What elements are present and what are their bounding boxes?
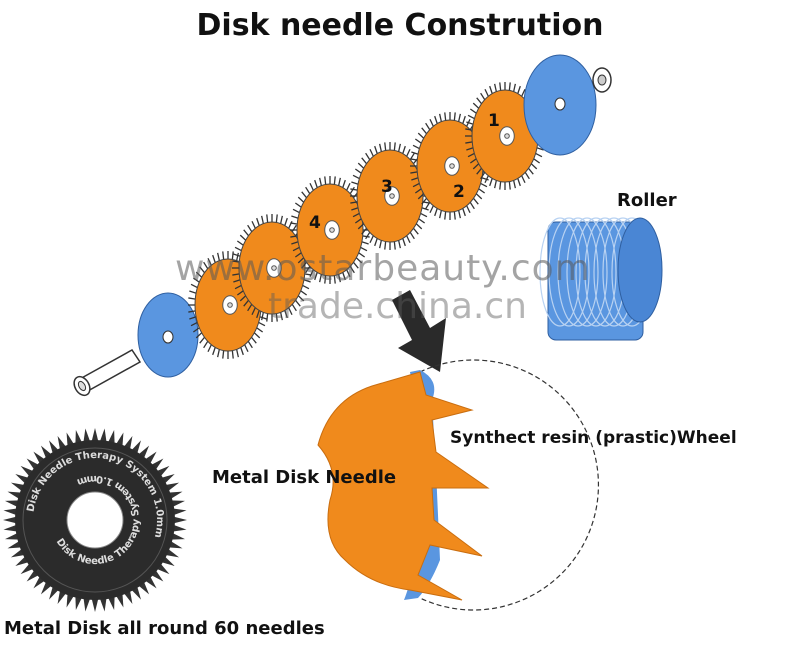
needle-tip [91,598,98,612]
watermark-site: trade.china.cn [268,286,527,327]
needle-tip [173,516,187,523]
needle-tip [91,428,98,442]
disk-number-3: 3 [381,177,393,197]
needle-label: Metal Disk Needle [212,467,396,488]
blue-end-cap-right [524,55,611,155]
metal-disk-photo: Disk Needle Therapy System 1.0mm Disk Ne… [3,428,187,612]
disk-number-1: 1 [488,111,500,131]
axle-pin [71,350,140,398]
wheel-label: Synthect resin (prastic)Wheel [450,428,737,448]
disk-number-2: 2 [453,182,465,202]
roller-label: Roller [617,190,677,211]
bottom-caption: Metal Disk all round 60 needles [4,618,325,639]
diagram-title: Disk needle Constrution [0,8,800,43]
watermark-url: www.ostarbeauty.com [175,248,591,289]
needle-tip [3,516,17,523]
disk-number-4: 4 [309,213,321,233]
